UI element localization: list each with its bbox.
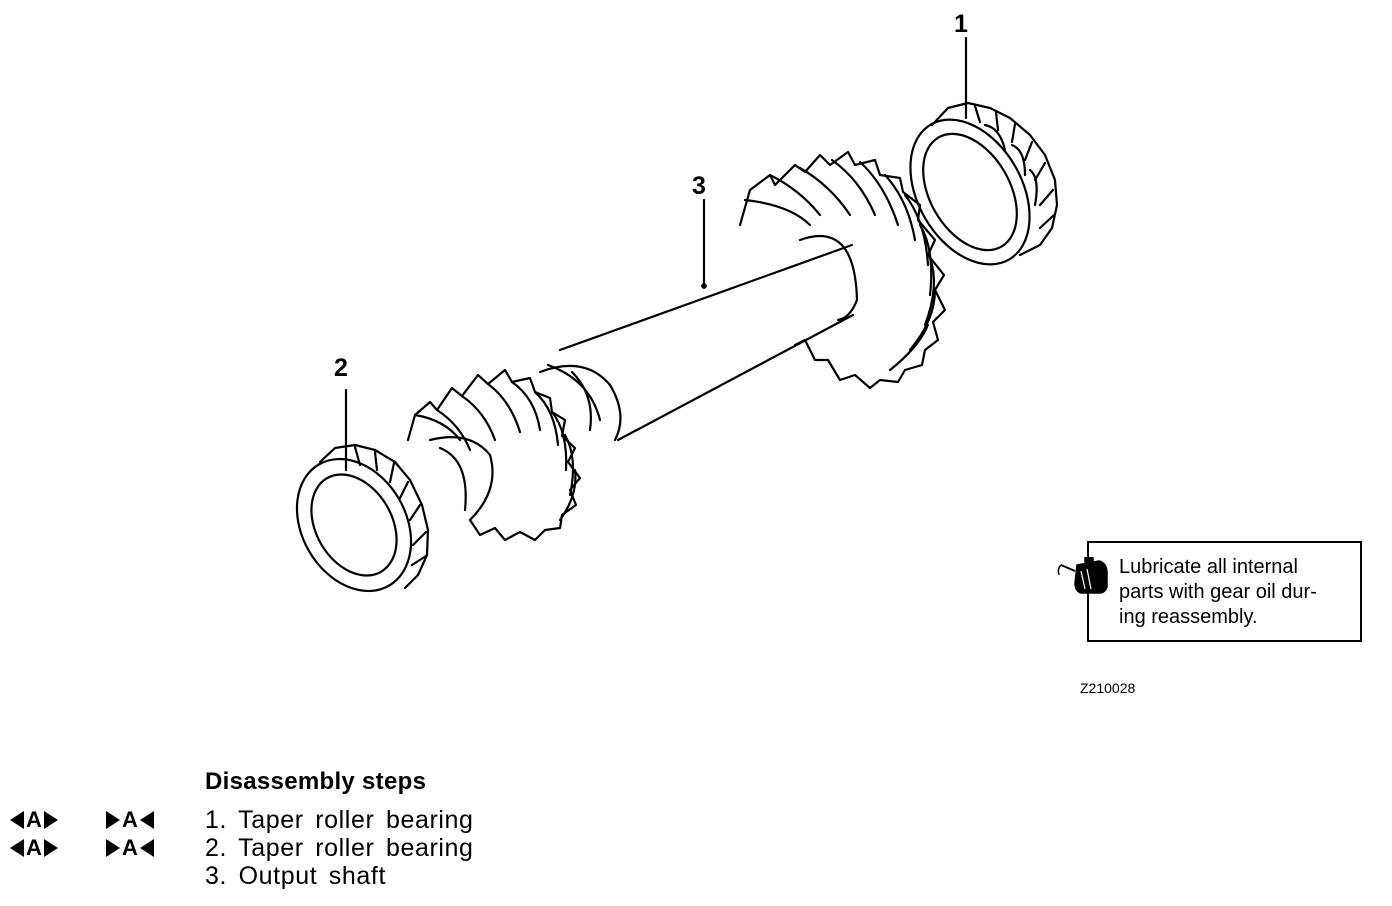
removal-marker-1: A (10, 807, 106, 833)
callout-3: 3 (692, 172, 706, 200)
disassembly-steps: 1. Taper roller bearing 2. Taper roller … (205, 806, 474, 890)
disassembly-title: Disassembly steps (205, 768, 427, 795)
install-marker-2: A (106, 835, 202, 861)
callout-2: 2 (334, 354, 348, 382)
install-marker-letter: A (122, 807, 138, 832)
small-helical-gear (406, 368, 582, 542)
note-line-2: parts with gear oil dur- (1119, 581, 1317, 603)
service-markers: A A A A (10, 806, 202, 862)
marker-row-2: A A (10, 834, 202, 862)
note-line-3: ing reassembly. (1119, 606, 1258, 628)
removal-marker-2: A (10, 835, 106, 861)
install-marker-letter: A (122, 835, 138, 860)
marker-row-1: A A (10, 806, 202, 834)
output-shaft (428, 234, 859, 522)
step-1: 1. Taper roller bearing (205, 806, 474, 834)
install-marker-1: A (106, 807, 202, 833)
figure-code: Z210028 (1080, 680, 1136, 696)
large-helical-gear (738, 150, 947, 390)
note-line-1: Lubricate all internal (1119, 556, 1298, 578)
callout-1: 1 (954, 10, 968, 38)
removal-marker-letter: A (26, 807, 42, 832)
step-3: 3. Output shaft (205, 862, 386, 890)
taper-roller-bearing-1 (909, 101, 1059, 266)
removal-marker-letter: A (26, 835, 42, 860)
oil-can-icon (1057, 557, 1108, 594)
lubrication-note: Lubricate all internal parts with gear o… (1057, 541, 1362, 642)
taper-roller-bearing-2 (295, 443, 430, 593)
step-2: 2. Taper roller bearing (205, 834, 474, 862)
